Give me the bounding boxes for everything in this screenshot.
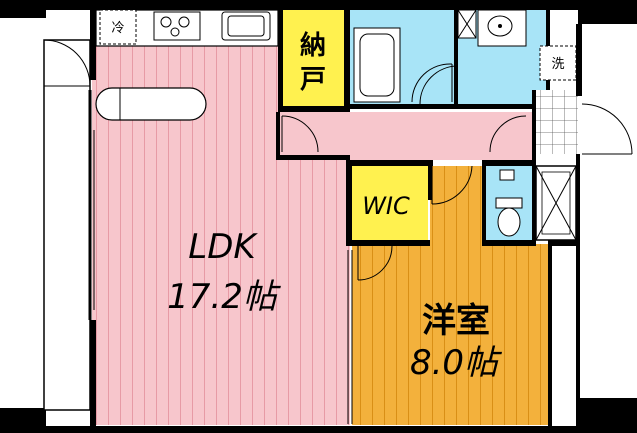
- toilet-tank: [495, 197, 523, 209]
- entrance-floor: [534, 90, 578, 154]
- washer-label: 洗: [551, 57, 564, 72]
- western-room-floor: [352, 244, 548, 425]
- ldk-floor-lower: [278, 155, 350, 425]
- western-room-label: 洋室: [422, 301, 490, 341]
- storage-label-top: 納: [300, 30, 326, 61]
- storage-floor: [282, 10, 344, 106]
- toilet-bowl: [497, 207, 521, 237]
- western-room-floor-upper: [430, 166, 482, 246]
- western-room-size: 8.0帖: [410, 343, 503, 383]
- storage-label-bottom: 戸: [300, 65, 326, 95]
- wic-floor: [350, 166, 428, 240]
- fridge-label: 冷: [111, 21, 124, 36]
- ldk-size: 17.2帖: [167, 277, 282, 317]
- washer: [539, 45, 577, 81]
- sink: [221, 11, 271, 41]
- hallway-floor: [278, 112, 533, 160]
- bathtub: [353, 27, 401, 103]
- fridge: [99, 9, 137, 45]
- kitchen-island: [95, 87, 207, 121]
- wash-basin: [477, 9, 527, 47]
- ldk-label: LDK: [188, 227, 258, 267]
- ldk-floor: [92, 12, 278, 425]
- wic-label: WIC: [362, 192, 410, 220]
- balcony-window: [43, 39, 91, 411]
